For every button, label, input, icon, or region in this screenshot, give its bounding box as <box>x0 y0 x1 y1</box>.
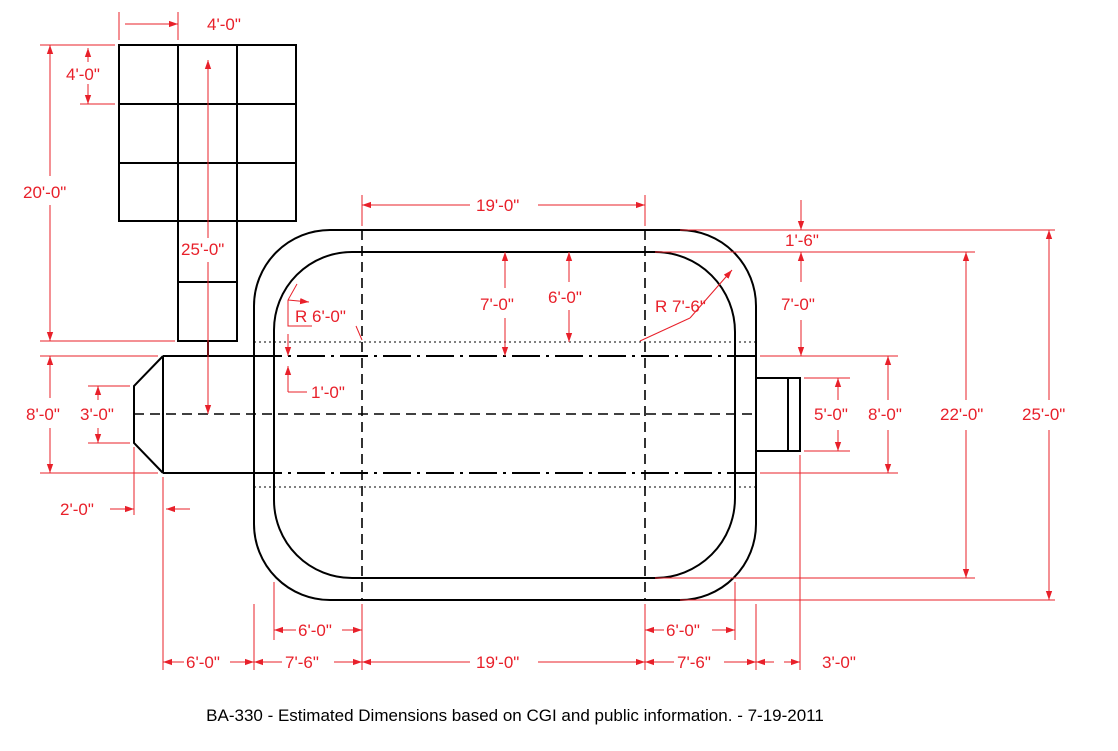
dim-outer-height: 25'-0" <box>1022 405 1065 424</box>
dim-left-module-height: 8'-0" <box>26 405 60 424</box>
dim-inner-corner-right: 6'-0" <box>666 621 700 640</box>
dim-bottom-seg-1: 6'-0" <box>186 653 220 672</box>
dimension-lines <box>40 12 1055 670</box>
dim-bottom-seg-5: 3'-0" <box>822 653 856 672</box>
dim-right-port-height: 5'-0" <box>814 405 848 424</box>
right-docking-port <box>755 377 801 452</box>
dim-inner-depth-a: 7'-0" <box>480 295 514 314</box>
dimension-labels: 4'-0" 4'-0" 20'-0" 25'-0" 19'-0" 1'-6" 7… <box>23 15 1065 672</box>
dim-right-module-height: 8'-0" <box>868 405 902 424</box>
dim-bottom-seg-2: 7'-6" <box>285 653 319 672</box>
dim-bottom-seg-4: 7'-6" <box>677 653 711 672</box>
dim-bottom-seg-3: 19'-0" <box>476 653 519 672</box>
dim-small-offset: 1'-0" <box>311 383 345 402</box>
dim-inner-depth-right: 7'-0" <box>781 295 815 314</box>
geometry <box>118 44 801 601</box>
dim-tank-height: 20'-0" <box>23 183 66 202</box>
dim-inner-corner-left: 6'-0" <box>298 621 332 640</box>
dim-radius-right: R 7'-6" <box>655 297 706 316</box>
hidden-lines <box>134 230 756 600</box>
dim-hab-top-width: 19'-0" <box>476 196 519 215</box>
dim-neck-length: 25'-0" <box>181 240 224 259</box>
dim-tank-cell: 4'-0" <box>66 65 100 84</box>
dim-inner-depth-b: 6'-0" <box>548 288 582 307</box>
dim-left-module-face: 3'-0" <box>80 405 114 424</box>
dim-inner-height: 22'-0" <box>940 405 983 424</box>
dim-radius-left: R 6'-0" <box>295 307 346 326</box>
dim-left-cone-depth: 2'-0" <box>60 500 94 519</box>
drawing-caption: BA-330 - Estimated Dimensions based on C… <box>206 706 824 725</box>
dim-wall-thickness: 1'-6" <box>785 231 819 250</box>
dim-tank-width: 4'-0" <box>207 15 241 34</box>
